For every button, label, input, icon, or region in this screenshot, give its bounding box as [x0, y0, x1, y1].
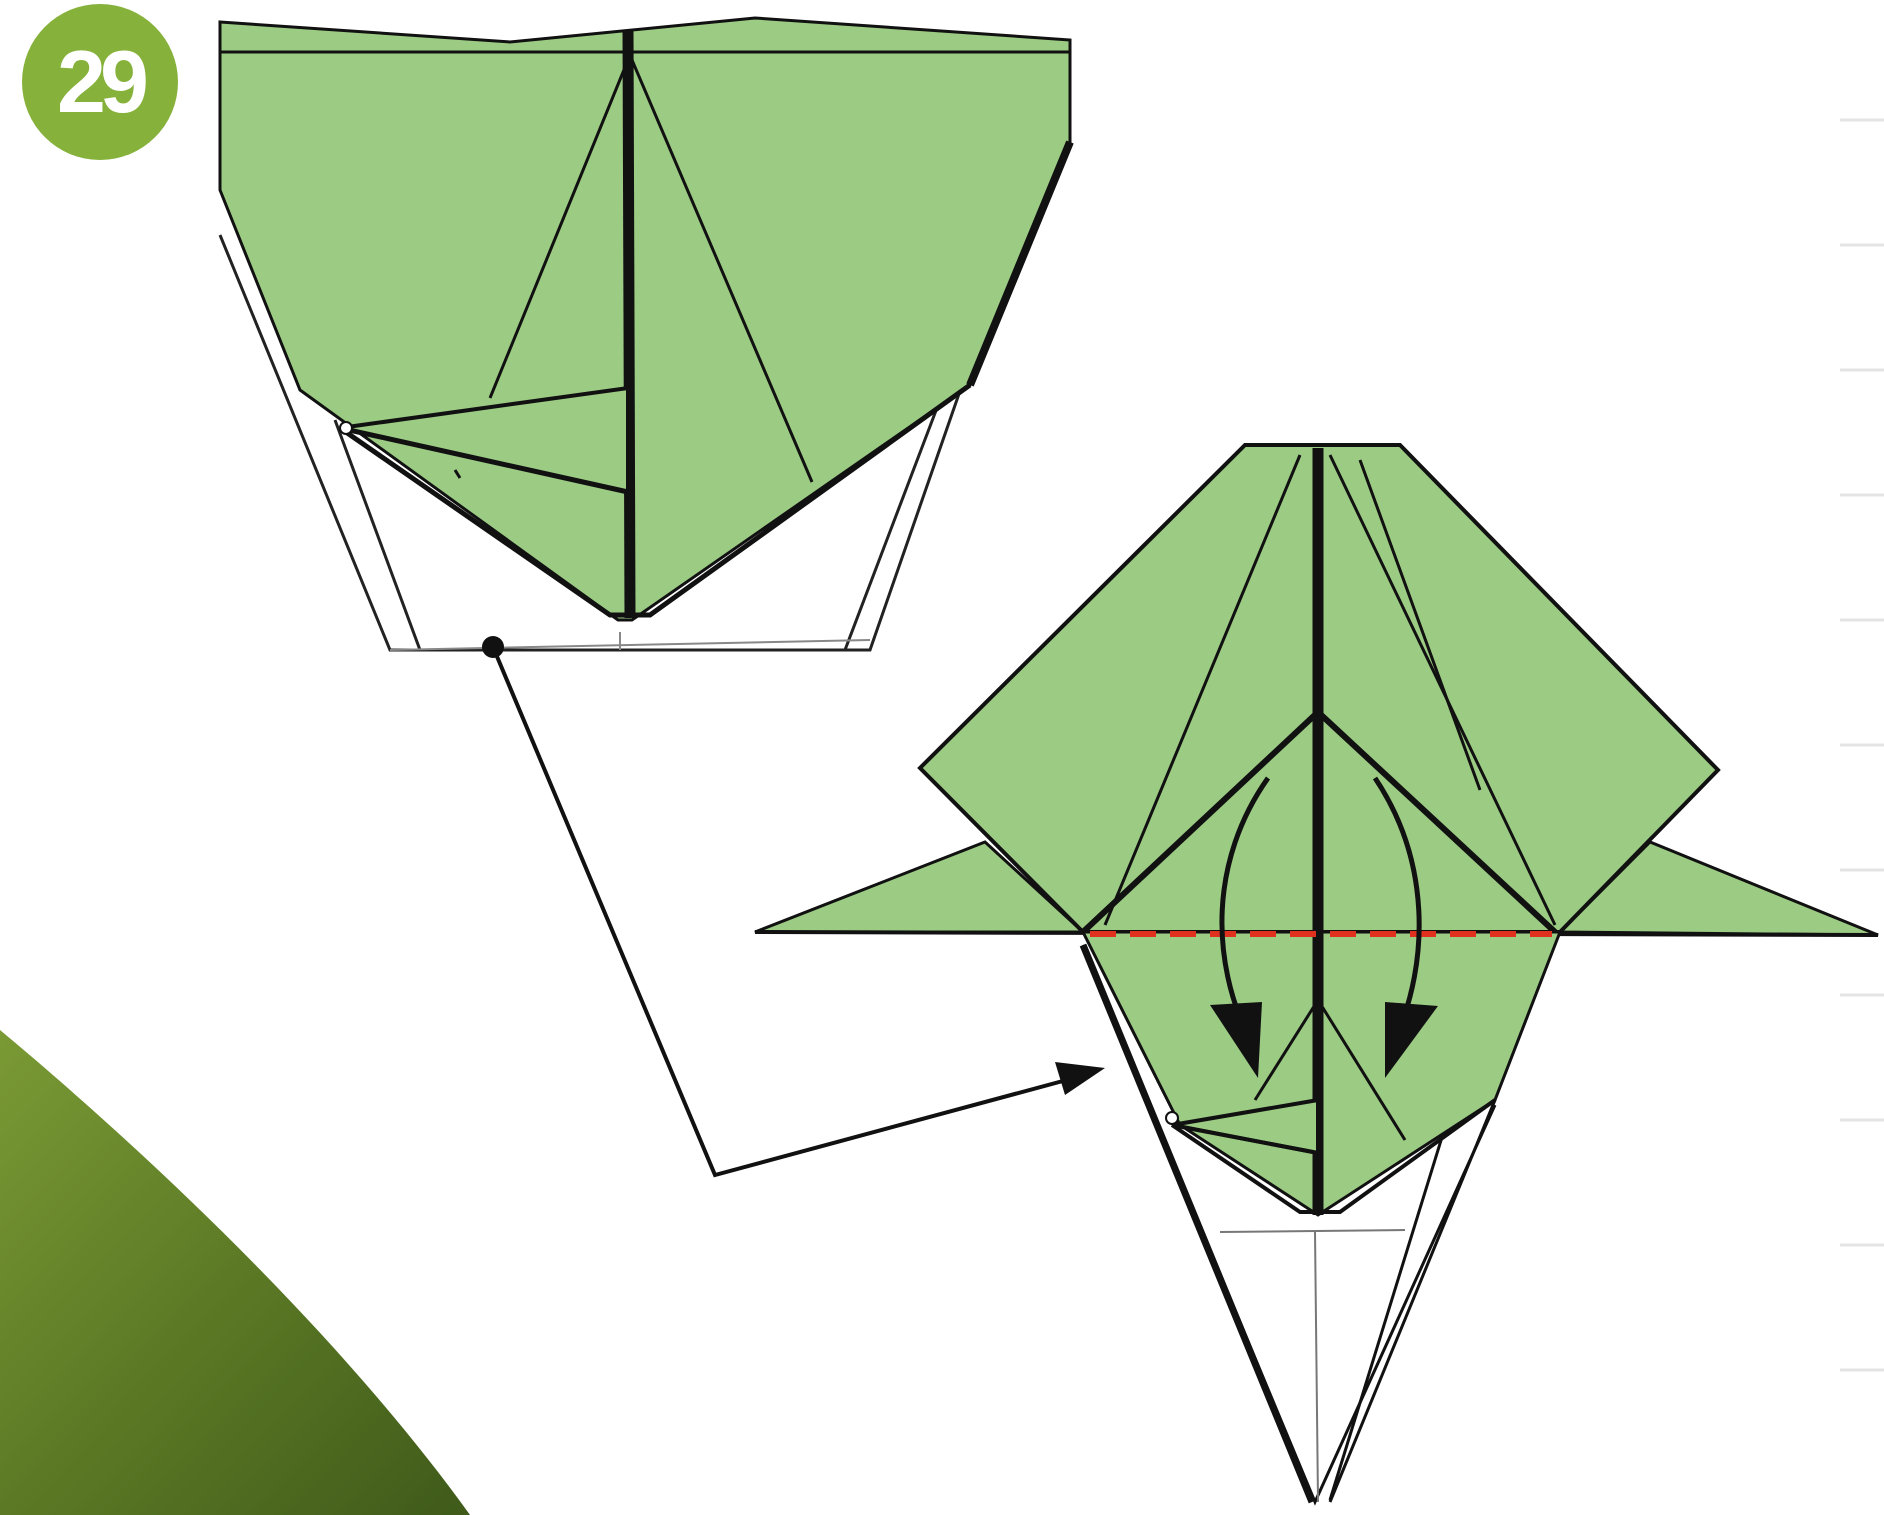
full-model-figure [755, 445, 1878, 1502]
step-number-badge: 29 [22, 4, 178, 160]
zoomed-detail-figure [220, 18, 1070, 650]
leaf-decoration [0, 1030, 470, 1515]
page-edge-marks [1840, 120, 1884, 1370]
